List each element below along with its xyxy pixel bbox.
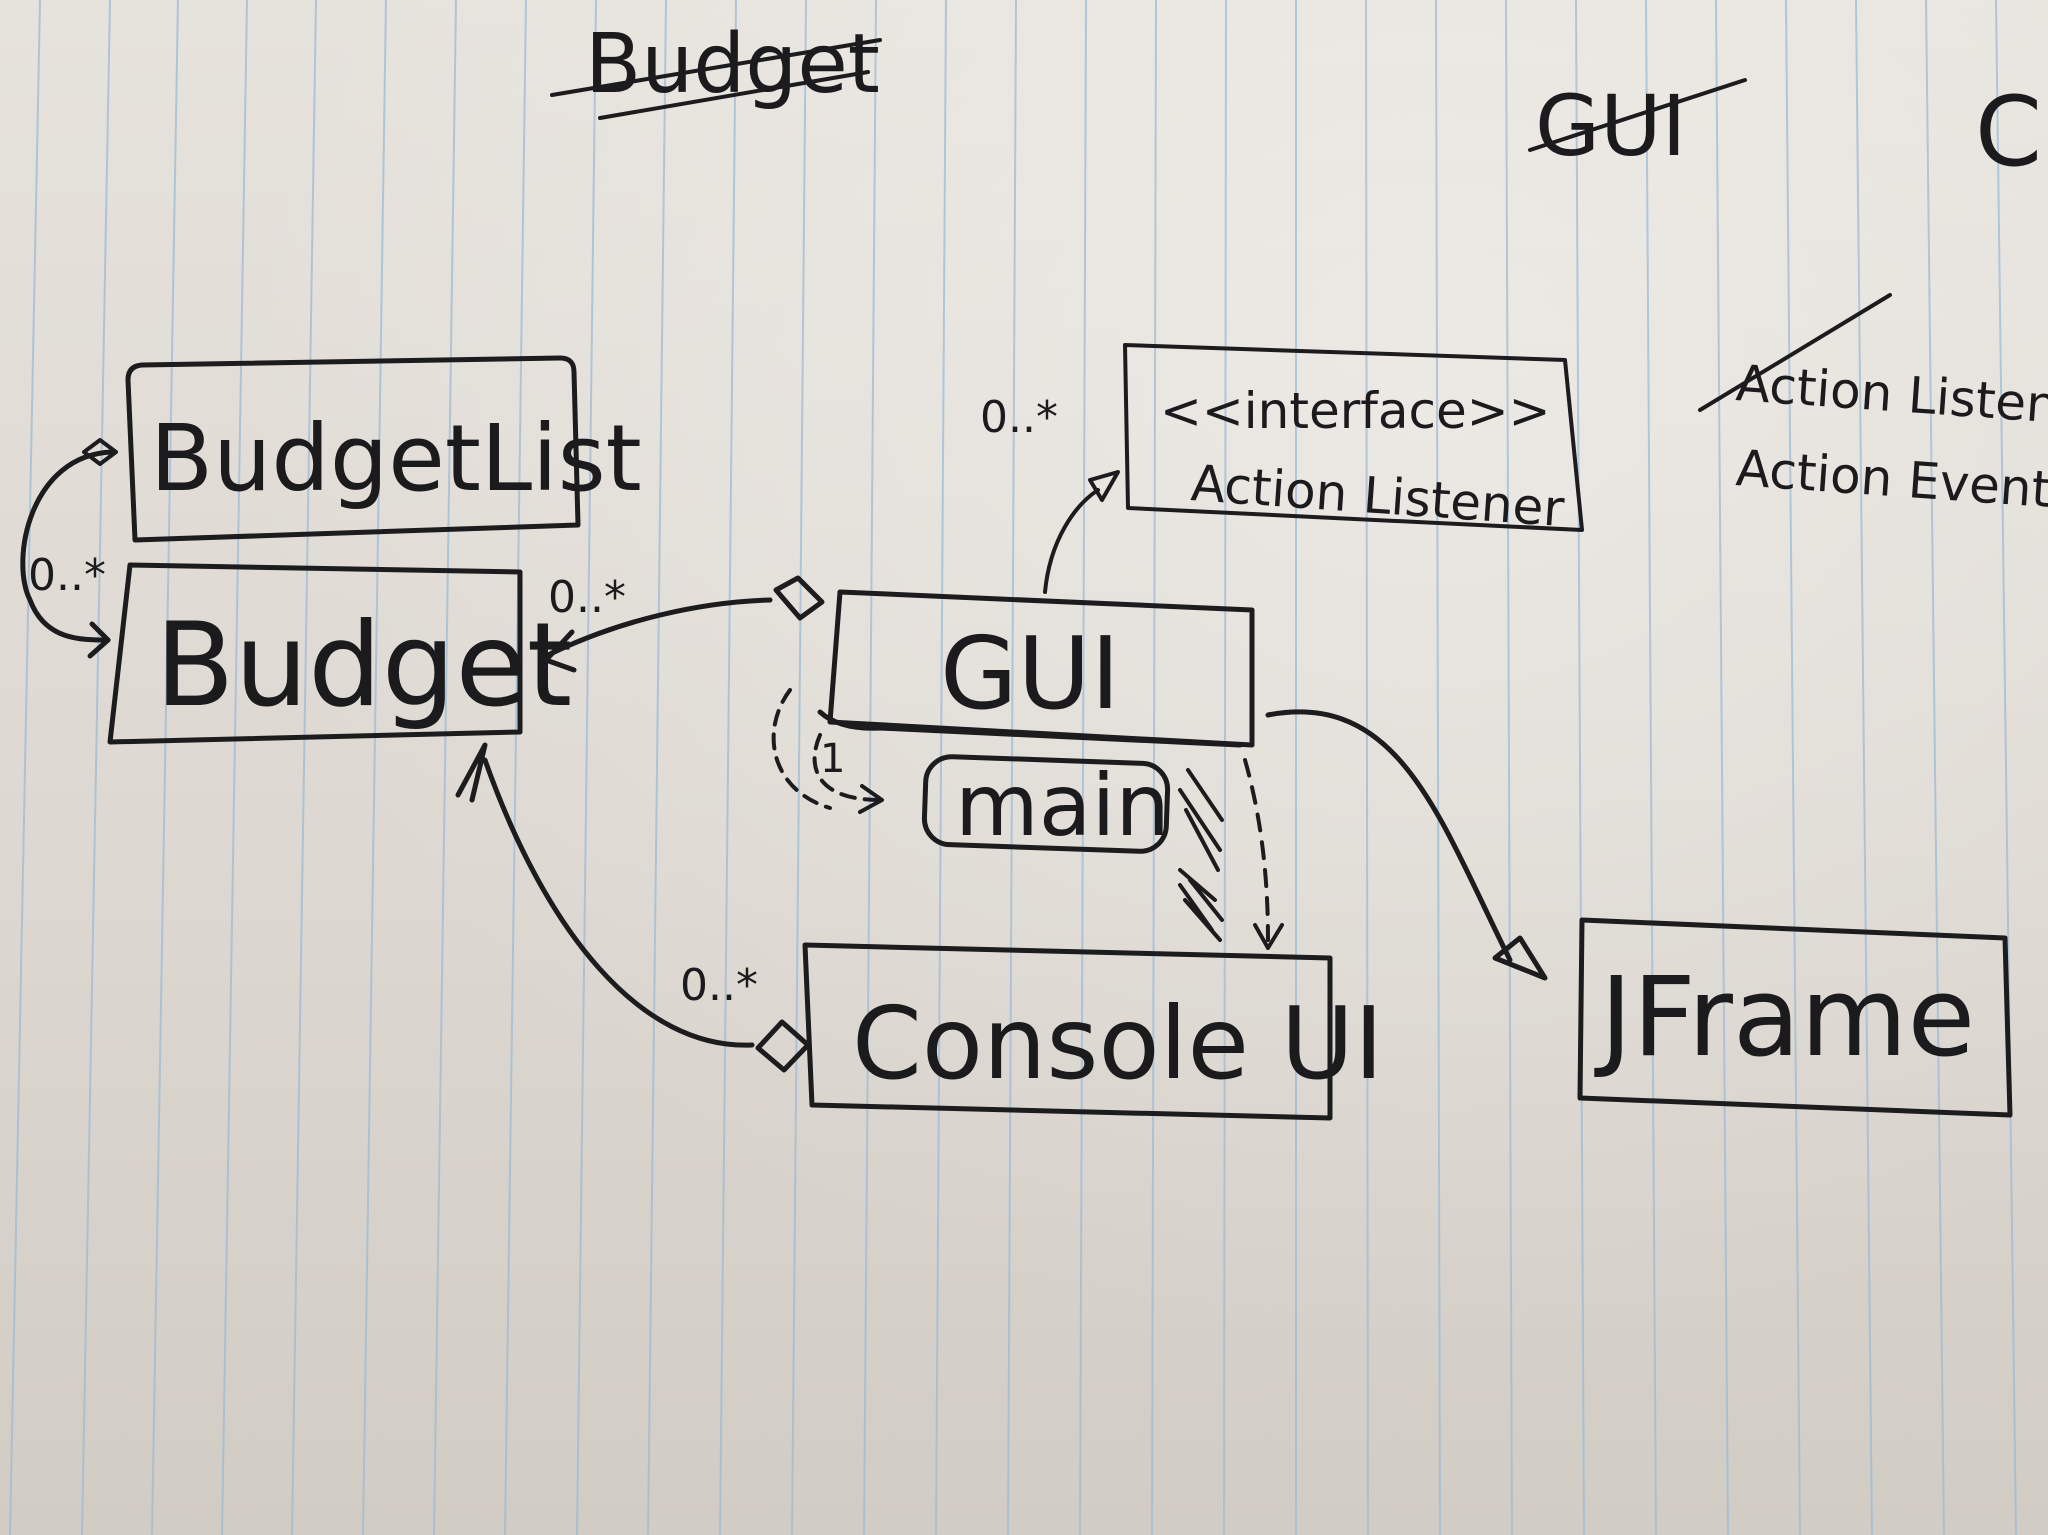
- class-budget-name: Budget: [155, 598, 572, 733]
- interface-stereotype: <<interface>>: [1160, 382, 1551, 440]
- association-gui-budget: 0..*: [543, 572, 825, 673]
- class-consoleui: Console UI: [802, 942, 1383, 1121]
- association-consoleui-budget: 0..*: [455, 742, 811, 1073]
- class-jframe-name: JFrame: [1594, 953, 1975, 1081]
- class-gui-name: GUI: [940, 615, 1120, 732]
- strike-line: [598, 70, 870, 120]
- note-cut-off-letter: C: [1975, 76, 2042, 188]
- strike-line: [1528, 78, 1747, 152]
- mult-gui-budget: 0..*: [548, 572, 626, 623]
- mult-budget-self: 0..*: [28, 550, 106, 601]
- hatched-scribble: [1178, 768, 1224, 942]
- class-consoleui-name: Console UI: [852, 985, 1383, 1102]
- strike-line: [1698, 293, 1892, 412]
- mult-gui-listener: 0..*: [980, 392, 1058, 443]
- class-actionlistener: <<interface>> Action Listener: [1123, 343, 1584, 538]
- generalization-gui-jframe: [1265, 709, 1548, 981]
- method-main-label: main: [955, 756, 1170, 856]
- ruled-lines: [9, 0, 2017, 1535]
- method-main: main 1: [771, 688, 1171, 856]
- class-budgetlist-name: BudgetList: [150, 405, 642, 512]
- mult-gui-main: 1: [820, 736, 845, 782]
- class-gui: GUI: [817, 589, 1255, 748]
- class-jframe: JFrame: [1577, 917, 2013, 1118]
- association-budget-self: 0..*: [20, 438, 118, 659]
- class-budget: Budget: [107, 562, 572, 745]
- mult-consoleui-budget: 0..*: [680, 960, 758, 1011]
- note-gui-crossed: GUI: [1535, 77, 1686, 175]
- class-budgetlist: BudgetList: [125, 355, 642, 543]
- interface-name: Action Listener: [1189, 454, 1566, 538]
- realization-gui-actionlistener: [1043, 470, 1120, 594]
- dependency-gui-consoleui: [1243, 758, 1284, 950]
- strike-line: [550, 38, 882, 97]
